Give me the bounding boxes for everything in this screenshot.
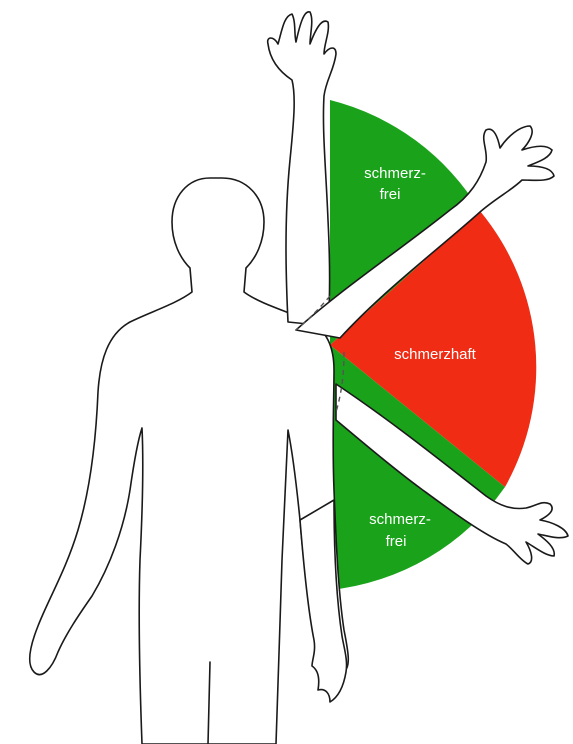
zone-label-lower-line1: schmerz- bbox=[369, 511, 431, 528]
zone-label-upper-line2: frei bbox=[380, 186, 401, 203]
zone-label-upper-line1: schmerz- bbox=[364, 165, 426, 182]
arm-raised-up bbox=[268, 12, 336, 326]
zone-label-middle: schmerzhaft bbox=[394, 346, 477, 363]
zone-label-lower-line2: frei bbox=[386, 533, 407, 550]
